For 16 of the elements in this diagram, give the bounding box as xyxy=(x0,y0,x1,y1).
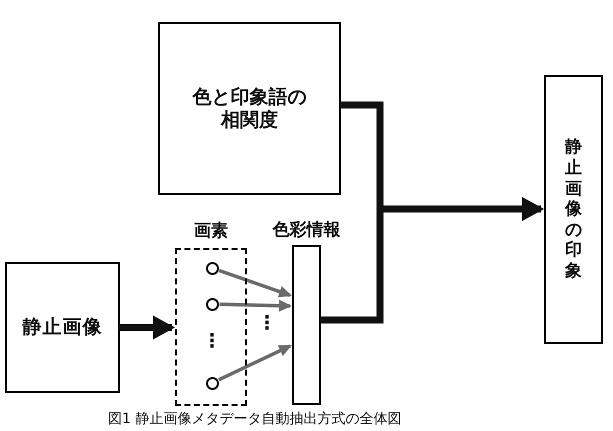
arrow xyxy=(219,300,292,312)
box-heading: 色彩情報 xyxy=(271,219,342,241)
box-heading: 画素 xyxy=(193,220,229,242)
arrow xyxy=(120,316,175,340)
vertical-ellipsis: ⋮ xyxy=(202,332,222,351)
circle-marker xyxy=(206,376,218,390)
circle-marker xyxy=(206,298,218,310)
arrow xyxy=(321,197,544,324)
process-box: 静止画像 xyxy=(5,262,120,393)
vertical-ellipsis: ⋮ xyxy=(258,314,276,333)
process-box: 静止画像の印象 xyxy=(544,75,603,344)
arrow xyxy=(218,344,292,382)
circle-marker xyxy=(206,262,218,274)
figure-caption: 図1 静止画像メタデータ自動抽出方式の全体図 xyxy=(108,411,402,428)
arrow xyxy=(218,268,292,298)
process-box: 色と印象語の相関度 xyxy=(158,22,341,195)
